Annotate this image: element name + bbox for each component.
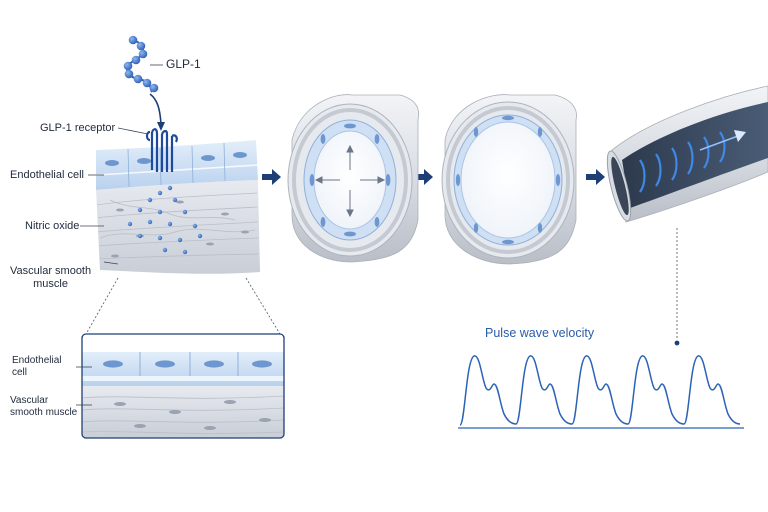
pwv-pointer-dot xyxy=(674,340,680,346)
zoom-line-right xyxy=(245,277,281,335)
inset-endothelial-label: Endothelial cell xyxy=(12,355,61,379)
zoom-line-left xyxy=(85,277,119,335)
tissue-block xyxy=(95,140,260,274)
inset-vsm-line1: Vascular xyxy=(10,395,49,406)
inset-panel xyxy=(81,333,285,439)
glp1-receptor-icon xyxy=(145,128,178,172)
arrow-right-icon xyxy=(262,169,281,185)
vessel-longitudinal xyxy=(606,85,768,223)
inset-endothelial-line1: Endothelial xyxy=(12,355,62,366)
receptor-label: GLP-1 receptor xyxy=(40,122,116,134)
receptor-leader-line xyxy=(117,127,149,135)
inset-endothelial-line2: cell xyxy=(12,367,28,378)
vessel-cross-section-dilated xyxy=(441,94,577,265)
glp1-molecule xyxy=(123,35,159,93)
pulse-wave-trace xyxy=(459,355,741,426)
vsm-label-line2: muscle xyxy=(33,278,68,290)
inset-vsm-label: Vascular smooth muscle xyxy=(10,395,77,419)
vsm-label-line1: Vascular smooth xyxy=(10,265,92,277)
glp1-label: GLP-1 xyxy=(166,57,201,71)
pulse-wave-title: Pulse wave velocity xyxy=(485,326,595,340)
glp1-binding-arrow xyxy=(149,93,162,125)
pulse-wave-graph xyxy=(458,355,744,429)
arrow-right-icon xyxy=(414,169,433,185)
flow-arrow-icon xyxy=(734,130,746,142)
inset-vsm-line2: smooth muscle xyxy=(10,407,78,418)
arrow-down-icon xyxy=(157,122,165,131)
vessel-cross-section-before xyxy=(287,94,419,263)
vsm-leader-line xyxy=(103,261,119,265)
endothelial-cell-label: Endothelial cell xyxy=(10,169,84,181)
arrow-right-icon xyxy=(586,169,605,185)
nitric-oxide-label: Nitric oxide xyxy=(25,220,80,232)
vascular-smooth-muscle-label: Vascular smooth muscle xyxy=(10,265,91,291)
